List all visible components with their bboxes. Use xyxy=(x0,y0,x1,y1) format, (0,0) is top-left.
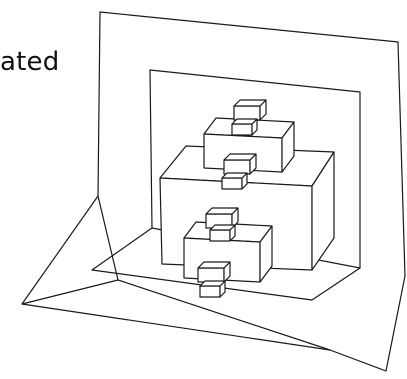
small-box-clusters xyxy=(197,99,267,298)
small-box-2-front xyxy=(221,172,248,190)
small-box-2-rear xyxy=(223,153,257,175)
small-box-4-front xyxy=(199,280,226,298)
small-box-1-front xyxy=(231,118,258,136)
small-box-3-front xyxy=(209,224,236,242)
caption-fragment: ated xyxy=(0,47,60,77)
back-wall-outer xyxy=(97,11,406,372)
small-box-1-rear xyxy=(233,99,267,121)
back-wall-inner xyxy=(149,69,361,269)
small-box-4-rear xyxy=(197,261,231,283)
floor-outer xyxy=(21,195,331,351)
